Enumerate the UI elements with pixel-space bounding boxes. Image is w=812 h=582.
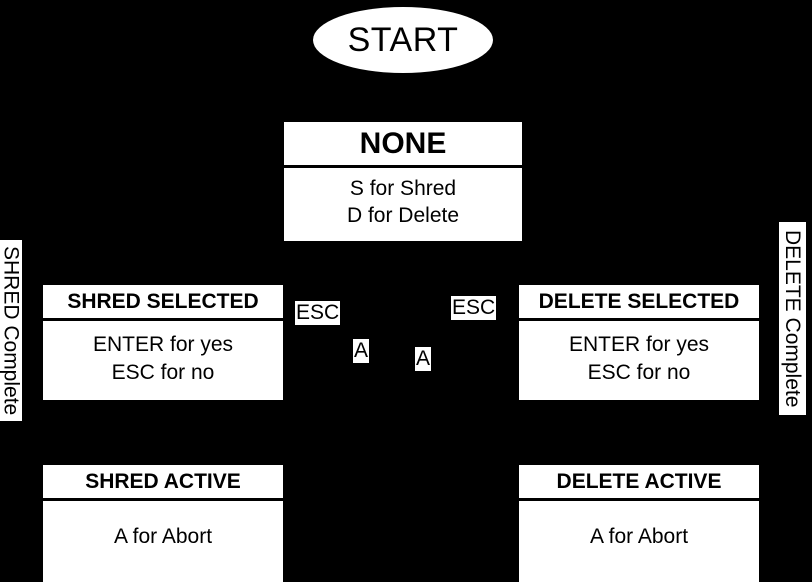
edge-annotation-shred-complete: SHRED Complete [0,240,22,421]
state-delete-selected-line-1: ENTER for yes [568,332,710,356]
state-delete-selected-body: ENTER for yes ESC for no [519,321,759,400]
state-delete-active-title-compartment: DELETE ACTIVE [519,465,759,502]
state-shred-selected-line-1: ENTER for yes [92,332,234,356]
state-shred-active[interactable]: SHRED ACTIVE A for Abort [43,465,283,582]
state-none-title: NONE [359,127,447,160]
state-delete-selected-title: DELETE SELECTED [538,290,740,313]
state-none-line-2: D for Delete [346,204,460,228]
state-delete-active[interactable]: DELETE ACTIVE A for Abort [519,465,759,582]
state-shred-active-title: SHRED ACTIVE [85,470,241,493]
state-none-body: S for Shred D for Delete [284,168,522,242]
state-shred-active-title-compartment: SHRED ACTIVE [43,465,283,502]
start-node-label: START [347,21,459,59]
state-none-line-1: S for Shred [349,176,457,200]
edge-label-abort-right: A [415,347,432,372]
state-delete-active-line-1: A for Abort [589,525,689,549]
state-shred-selected[interactable]: SHRED SELECTED ENTER for yes ESC for no [43,285,283,400]
state-shred-selected-title-compartment: SHRED SELECTED [43,285,283,322]
edge-label-abort-left: A [353,339,370,364]
state-shred-selected-line-2: ESC for no [111,360,215,384]
edge-annotation-shred-complete-text: SHRED Complete [0,245,22,416]
state-delete-selected-line-2: ESC for no [587,360,691,384]
state-shred-selected-body: ENTER for yes ESC for no [43,321,283,400]
state-delete-selected[interactable]: DELETE SELECTED ENTER for yes ESC for no [519,285,759,400]
state-delete-active-body: A for Abort [519,501,759,582]
state-shred-active-body: A for Abort [43,501,283,582]
edge-annotation-delete-complete-text: DELETE Complete [781,229,804,408]
state-none[interactable]: NONE S for Shred D for Delete [284,122,522,241]
state-delete-active-title: DELETE ACTIVE [556,470,722,493]
edge-annotation-delete-complete: DELETE Complete [779,222,806,415]
state-shred-selected-title: SHRED SELECTED [67,290,259,313]
edge-label-esc-right: ESC [451,296,497,321]
state-shred-active-line-1: A for Abort [113,525,213,549]
start-node[interactable]: START [313,7,493,73]
state-none-title-compartment: NONE [284,122,522,168]
edge-label-esc-left: ESC [295,301,341,326]
state-delete-selected-title-compartment: DELETE SELECTED [519,285,759,322]
